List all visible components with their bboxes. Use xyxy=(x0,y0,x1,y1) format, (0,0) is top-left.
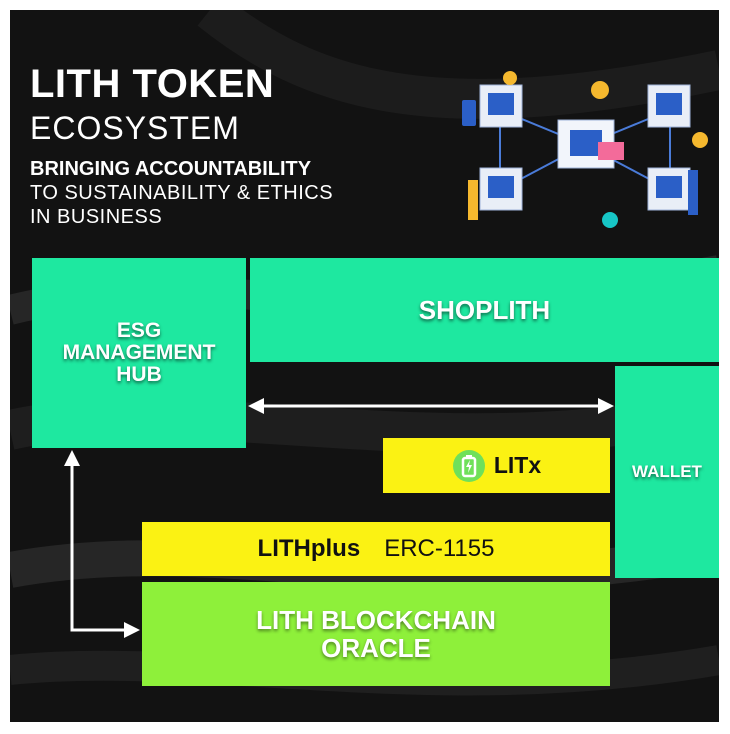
lithplus-label: LITHplus xyxy=(257,535,361,562)
esg-management-hub-box: ESG MANAGEMENT HUB xyxy=(32,258,246,448)
subtitle-line-1: BRINGING ACCOUNTABILITY xyxy=(30,158,312,180)
oracle-label-line-2: ORACLE xyxy=(321,633,431,663)
blockchain-network-illustration xyxy=(462,71,708,228)
esg-label-line-2: MANAGEMENT xyxy=(62,341,216,364)
title-line-1: LITH TOKEN xyxy=(30,62,275,106)
title-line-2: ECOSYSTEM xyxy=(30,110,240,146)
lithplus-standard-label: ERC-1155 xyxy=(384,535,495,562)
litx-label: LITx xyxy=(493,452,542,478)
esg-label-line-1: ESG xyxy=(116,319,162,342)
subtitle-line-3: IN BUSINESS xyxy=(30,206,163,228)
esg-oracle-arrow xyxy=(70,464,128,632)
lith-blockchain-oracle-box: LITH BLOCKCHAIN ORACLE xyxy=(142,582,610,686)
lithplus-box: LITHplus ERC-1155 xyxy=(142,522,610,576)
litx-box: LITx xyxy=(383,438,610,493)
subtitle-line-2: TO SUSTAINABILITY & ETHICS xyxy=(30,182,334,204)
shoplith-label: SHOPLITH xyxy=(418,294,551,325)
wallet-label: WALLET xyxy=(632,462,702,481)
shoplith-box: SHOPLITH xyxy=(250,258,719,362)
wallet-box: WALLET xyxy=(615,366,719,578)
esg-label-line-3: HUB xyxy=(116,363,162,386)
oracle-label-line-1: LITH BLOCKCHAIN xyxy=(256,605,496,635)
battery-bolt-icon xyxy=(452,449,485,482)
connector-arrows xyxy=(64,398,614,638)
poster-frame: LITH TOKEN ECOSYSTEM BRINGING ACCOUNTABI… xyxy=(10,10,719,722)
